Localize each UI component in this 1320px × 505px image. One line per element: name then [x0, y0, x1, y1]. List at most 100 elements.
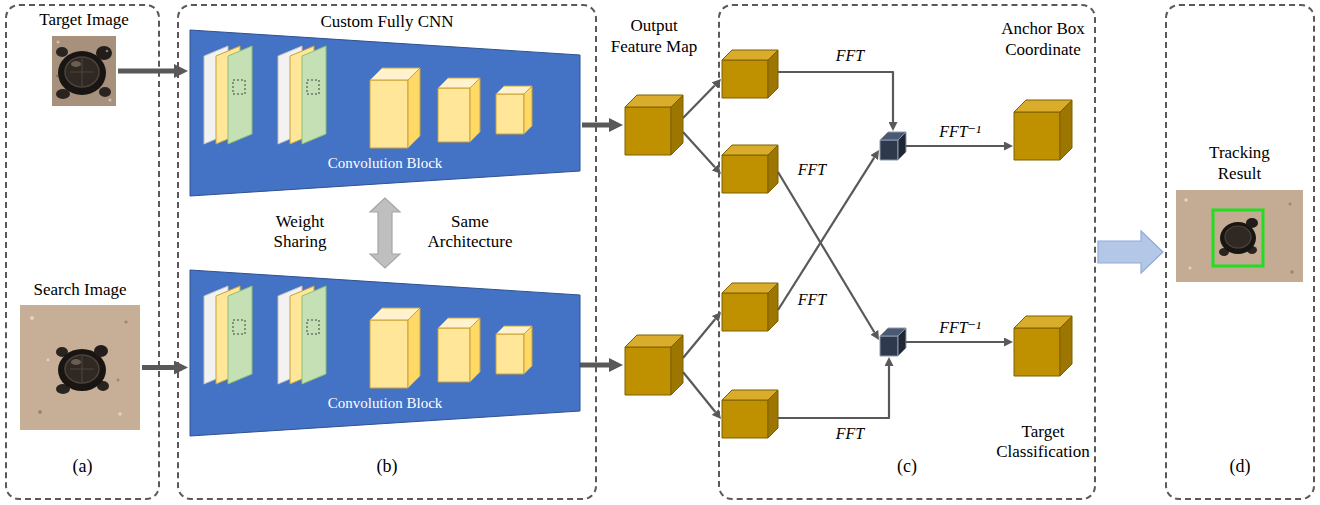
- sand-speck: [117, 379, 120, 382]
- panel-frame: (d) Tracking Result: [1165, 4, 1315, 500]
- feature-cube-face: [768, 283, 778, 331]
- operation-label: FFT: [836, 424, 864, 443]
- tracking-box: [1213, 210, 1263, 266]
- operation-label: FFT⁻¹: [939, 318, 981, 337]
- flow-line: [778, 366, 889, 418]
- flow-line: [906, 145, 1004, 147]
- search-photo: [20, 305, 140, 430]
- sand-speck: [47, 359, 50, 362]
- result-arrow: [1098, 231, 1163, 273]
- feature-cube-face: [880, 140, 898, 160]
- conv-plate: [302, 46, 326, 144]
- operation-label: FFT: [798, 290, 826, 309]
- operation-label: FFT⁻¹: [939, 122, 981, 141]
- sand-speck: [1189, 267, 1192, 270]
- sand-speck: [124, 320, 127, 323]
- flow-arrow: [118, 69, 174, 74]
- feature-cube-face: [1014, 112, 1060, 160]
- conv-cube: [408, 308, 420, 388]
- feature-cube-face: [1060, 100, 1072, 160]
- image-caption: Tracking Result: [1195, 143, 1285, 184]
- conv-cube: [370, 320, 408, 388]
- flow-arrow: [142, 365, 174, 370]
- conv-plate: [302, 286, 326, 384]
- feature-cube-face: [768, 390, 778, 438]
- flow-line: [683, 85, 715, 118]
- feature-cube-face: [898, 328, 906, 356]
- kernel-window: [307, 80, 319, 94]
- feature-cube-face: [768, 145, 778, 193]
- turtle-leg: [56, 47, 68, 57]
- conv-cube: [438, 328, 470, 382]
- conv-cube: [408, 68, 420, 148]
- flow-line: [778, 72, 893, 122]
- flow-line: [778, 172, 874, 332]
- panel-letter: (d): [1230, 456, 1251, 478]
- conv-cube: [524, 86, 532, 134]
- turtle-head: [1246, 218, 1258, 228]
- photo-frame: Tracking Result: [1176, 190, 1303, 282]
- feature-cube-face: [880, 336, 898, 356]
- block-label: Convolution Block: [328, 394, 443, 412]
- conv-cube: [470, 78, 480, 142]
- feature-cube-face: [671, 335, 683, 395]
- feature-cube-face: [722, 400, 768, 438]
- feature-cube-face: [722, 60, 768, 98]
- cube-shape: [625, 95, 683, 155]
- conv-cube: [496, 334, 524, 374]
- turtle-scute: [65, 57, 99, 87]
- output-title: Target Classification: [991, 422, 1095, 463]
- cnn-trapezoid: Convolution Block: [190, 30, 580, 196]
- sand-speck: [57, 41, 60, 44]
- flow-line: [683, 319, 715, 358]
- operation-label: FFT: [798, 160, 826, 179]
- sand-speck: [118, 412, 122, 416]
- trapezoid-body: [190, 30, 580, 196]
- sand-speck: [56, 75, 58, 77]
- flow-line: [580, 363, 609, 368]
- turtle-scute: [65, 355, 99, 383]
- flow-line: [683, 372, 715, 412]
- sharing-note: Weight Sharing: [258, 212, 342, 253]
- sand-speck: [1290, 270, 1294, 274]
- turtle-scute: [1225, 226, 1251, 248]
- output-title: Anchor Box Coordinate: [991, 19, 1095, 60]
- image-caption: Search Image: [34, 280, 127, 300]
- sand-speck: [1289, 203, 1292, 206]
- turtle-leg: [99, 87, 111, 97]
- kernel-window: [307, 320, 319, 334]
- panel-title: Custom Fully CNN: [320, 12, 453, 32]
- sand-speck: [109, 99, 112, 102]
- target-photo: [52, 36, 116, 106]
- trapezoid-shape: [190, 270, 580, 436]
- panel-frame: Custom Fully CNN(b)Convolution BlockConv…: [177, 4, 597, 500]
- trapezoid-shape: [190, 30, 580, 196]
- turtle-head: [94, 345, 108, 357]
- result-photo: [1176, 190, 1303, 282]
- image-caption: Target Image: [39, 10, 129, 30]
- sharing-note: Same Architecture: [414, 212, 526, 253]
- feature-cube-face: [722, 293, 768, 331]
- conv-cube: [438, 88, 470, 142]
- conv-cube: [496, 94, 524, 134]
- panel-letter: (b): [377, 456, 398, 478]
- kernel-window: [233, 320, 245, 334]
- shell-shine: [71, 359, 81, 365]
- flow-line: [778, 158, 874, 310]
- panel-letter: (a): [73, 456, 93, 478]
- weight-sharing-arrow: [370, 198, 400, 268]
- map-title: Output Feature Map: [606, 16, 702, 57]
- panel-letter: (c): [897, 456, 917, 478]
- scute-line: [70, 356, 94, 382]
- sand-speck: [38, 410, 42, 414]
- cube-shape: [1014, 100, 1072, 160]
- conv-plate: [228, 286, 252, 384]
- kernel-window: [233, 80, 245, 94]
- feature-cube-face: [671, 95, 683, 155]
- feature-cube-face: [898, 132, 906, 160]
- conv-plate: [228, 46, 252, 144]
- photo-frame: Target Image: [52, 36, 116, 106]
- block-label: Convolution Block: [328, 154, 443, 172]
- cnn-trapezoid: Convolution Block: [190, 270, 580, 436]
- conv-cube: [524, 326, 532, 374]
